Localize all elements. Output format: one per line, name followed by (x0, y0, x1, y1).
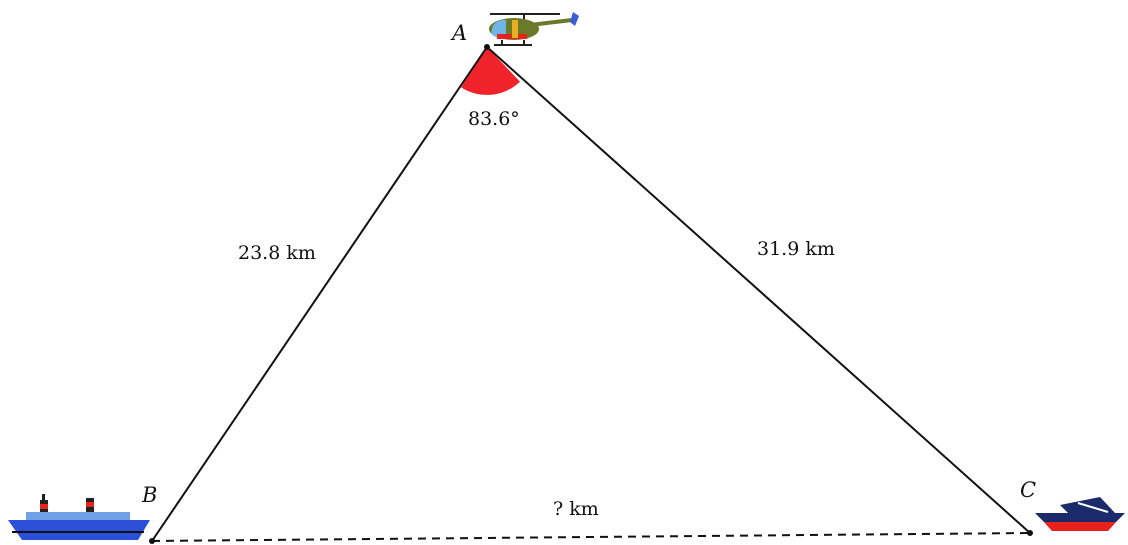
side-ac (486, 46, 1031, 534)
helicopter-icon (489, 12, 579, 46)
side-ab-label: 23.8 km (238, 242, 316, 264)
angle-a-arc (461, 47, 520, 95)
angle-a-label: 83.6° (468, 108, 520, 130)
boat-icon (1035, 497, 1125, 531)
vertex-c-point (1027, 530, 1033, 536)
side-bc (151, 532, 1031, 542)
vertex-b-point (149, 538, 155, 544)
ship-icon (8, 494, 150, 540)
vertex-b-label: B (141, 483, 157, 507)
side-ac-label: 31.9 km (757, 238, 835, 260)
side-bc-label: ? km (553, 498, 599, 520)
vertex-a-point (484, 44, 490, 50)
vertex-a-label: A (450, 21, 467, 45)
vertex-c-label: C (1020, 478, 1036, 502)
side-ab (151, 46, 488, 542)
